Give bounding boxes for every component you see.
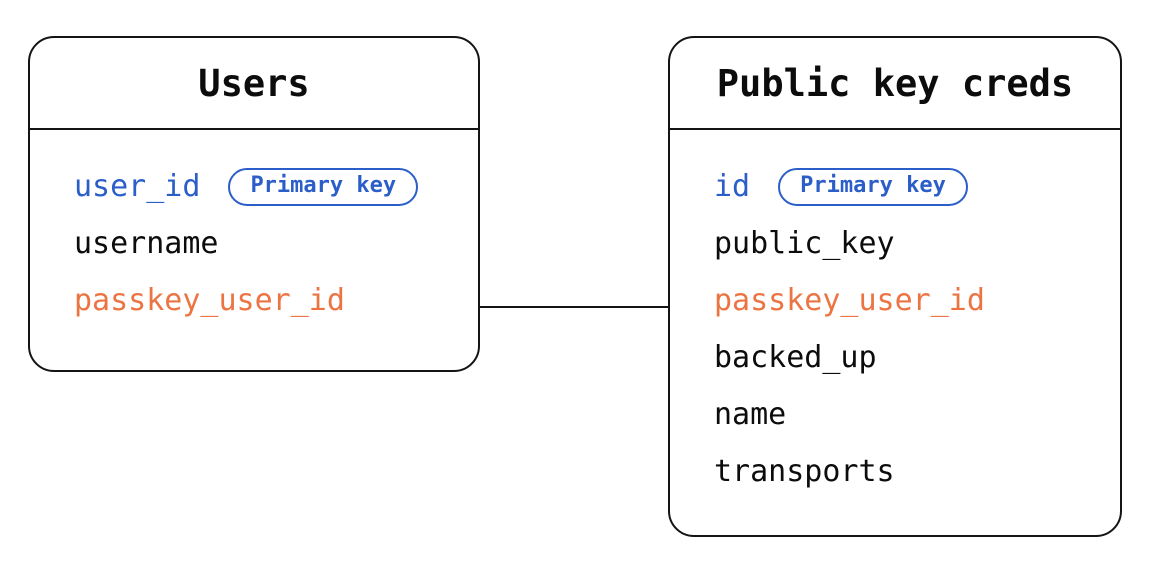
- field-transports: transports: [714, 443, 1106, 500]
- field-passkey-user-id-name: passkey_user_id: [714, 283, 985, 318]
- table-public-key-creds-title: Public key creds: [716, 61, 1074, 105]
- table-public-key-creds-body: id Primary key public_key passkey_user_i…: [670, 130, 1120, 500]
- primary-key-badge: Primary key: [228, 167, 419, 206]
- relationship-line: [479, 306, 669, 308]
- primary-key-badge: Primary key: [778, 167, 968, 206]
- field-public-key-name: public_key: [714, 226, 895, 261]
- table-users-header: Users: [30, 38, 478, 130]
- field-name-name: name: [714, 397, 787, 432]
- table-users-title: Users: [198, 61, 310, 105]
- field-id: id Primary key: [714, 158, 1106, 215]
- field-backed-up: backed_up: [714, 329, 1106, 386]
- field-public-key: public_key: [714, 215, 1106, 272]
- field-username: username: [74, 215, 464, 272]
- field-username-name: username: [74, 226, 219, 261]
- field-backed-up-name: backed_up: [714, 340, 877, 375]
- field-id-name: id: [714, 169, 751, 204]
- field-user-id-name: user_id: [74, 169, 201, 204]
- field-name: name: [714, 386, 1106, 443]
- table-users-body: user_id Primary key username passkey_use…: [30, 130, 478, 329]
- field-transports-name: transports: [714, 454, 895, 489]
- field-user-id: user_id Primary key: [74, 158, 464, 215]
- table-public-key-creds: Public key creds id Primary key public_k…: [668, 36, 1122, 537]
- table-public-key-creds-header: Public key creds: [670, 38, 1120, 130]
- table-users: Users user_id Primary key username passk…: [28, 36, 480, 372]
- field-passkey-user-id: passkey_user_id: [74, 272, 464, 329]
- field-passkey-user-id: passkey_user_id: [714, 272, 1106, 329]
- field-passkey-user-id-name: passkey_user_id: [74, 283, 345, 318]
